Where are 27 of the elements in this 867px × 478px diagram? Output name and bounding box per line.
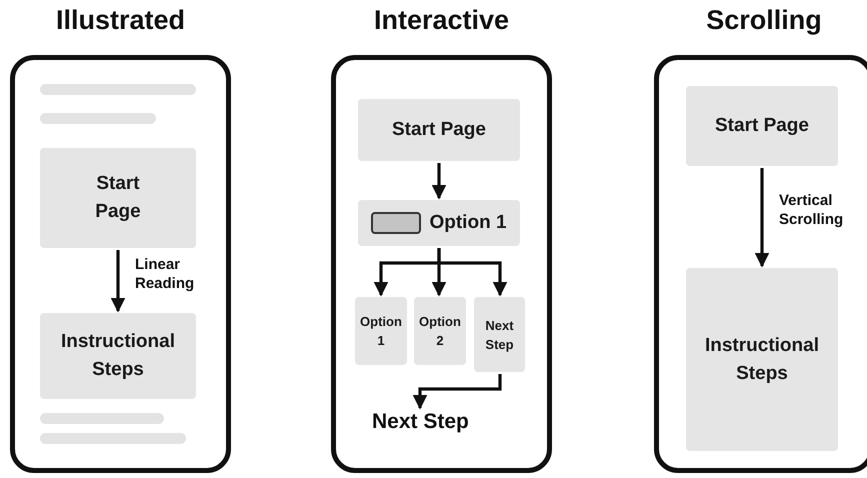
page-box [474,297,525,372]
page-box [686,86,838,166]
arrow [432,163,446,200]
box-text: Start Page [392,118,486,142]
box-text: Instructional Steps [704,334,820,386]
arrow [110,250,126,312]
arrow [412,374,502,410]
step-label: Next Step [372,410,469,434]
panel-title: Interactive [372,5,510,36]
box-text: Option 2 [418,313,462,350]
arrow [437,248,508,296]
page-box [355,297,407,365]
box-text: Start Page [94,172,142,224]
box-text: Next Step [484,316,515,354]
box-text: Option 1 [429,211,507,235]
box-text: Start Page [715,114,809,138]
page-box [686,268,838,451]
page-box [358,200,520,246]
arrow [754,168,770,268]
page-box [40,148,196,248]
box-text: Option 1 [359,313,403,350]
panel-title: Illustrated [54,5,186,36]
panel-title: Scrolling [705,5,823,36]
page-box [358,99,520,161]
page-box [40,313,196,399]
box-text: Instructional Steps [60,330,176,382]
page-box [414,297,466,365]
